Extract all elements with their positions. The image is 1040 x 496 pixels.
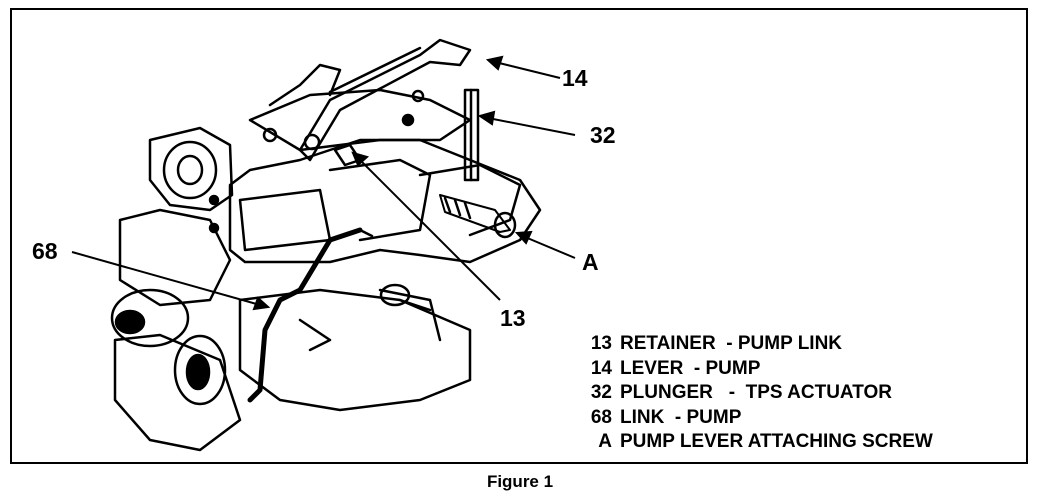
leader-14 <box>494 61 561 79</box>
figure-frame <box>10 8 1028 464</box>
callout-14: 14 <box>562 65 588 91</box>
legend-row: 68 LINK - PUMP <box>576 406 933 431</box>
legend-number: 13 <box>590 333 612 355</box>
tps-plunger <box>463 88 480 182</box>
leader-13 <box>359 159 501 301</box>
pump-link <box>247 227 363 403</box>
legend-text: LINK - PUMP <box>620 406 742 428</box>
figure-caption: Figure 1 <box>486 472 554 491</box>
attaching-screw <box>439 194 511 233</box>
legend-number: 68 <box>590 406 612 428</box>
legend-text: RETAINER - PUMP LINK <box>620 333 843 355</box>
callout-68: 68 <box>32 238 58 264</box>
pump-lever <box>298 38 472 162</box>
legend-number: 14 <box>590 357 612 379</box>
legend-row: 32 PLUNGER - TPS ACTUATOR <box>576 381 933 406</box>
legend-text: PUMP LEVER ATTACHING SCREW <box>620 431 933 453</box>
legend-number: 32 <box>590 382 612 404</box>
legend-row: 13 RETAINER - PUMP LINK <box>576 332 933 357</box>
leader-32 <box>487 117 576 136</box>
legend-row: A PUMP LEVER ATTACHING SCREW <box>576 430 933 455</box>
callout-13: 13 <box>500 305 526 331</box>
leader-A <box>524 236 576 259</box>
legend-text: PLUNGER - TPS ACTUATOR <box>620 382 892 404</box>
choke-housing <box>148 126 234 212</box>
legend-row: 14 LEVER - PUMP <box>576 357 933 382</box>
callout-A: A <box>582 249 599 275</box>
legend-number: A <box>598 431 612 453</box>
leader-68 <box>71 251 261 306</box>
callout-32: 32 <box>590 122 616 148</box>
parts-legend: 13 RETAINER - PUMP LINK 14 LEVER - PUMP … <box>576 332 933 455</box>
carburetor-body <box>228 138 542 264</box>
legend-text: LEVER - PUMP <box>620 357 761 379</box>
